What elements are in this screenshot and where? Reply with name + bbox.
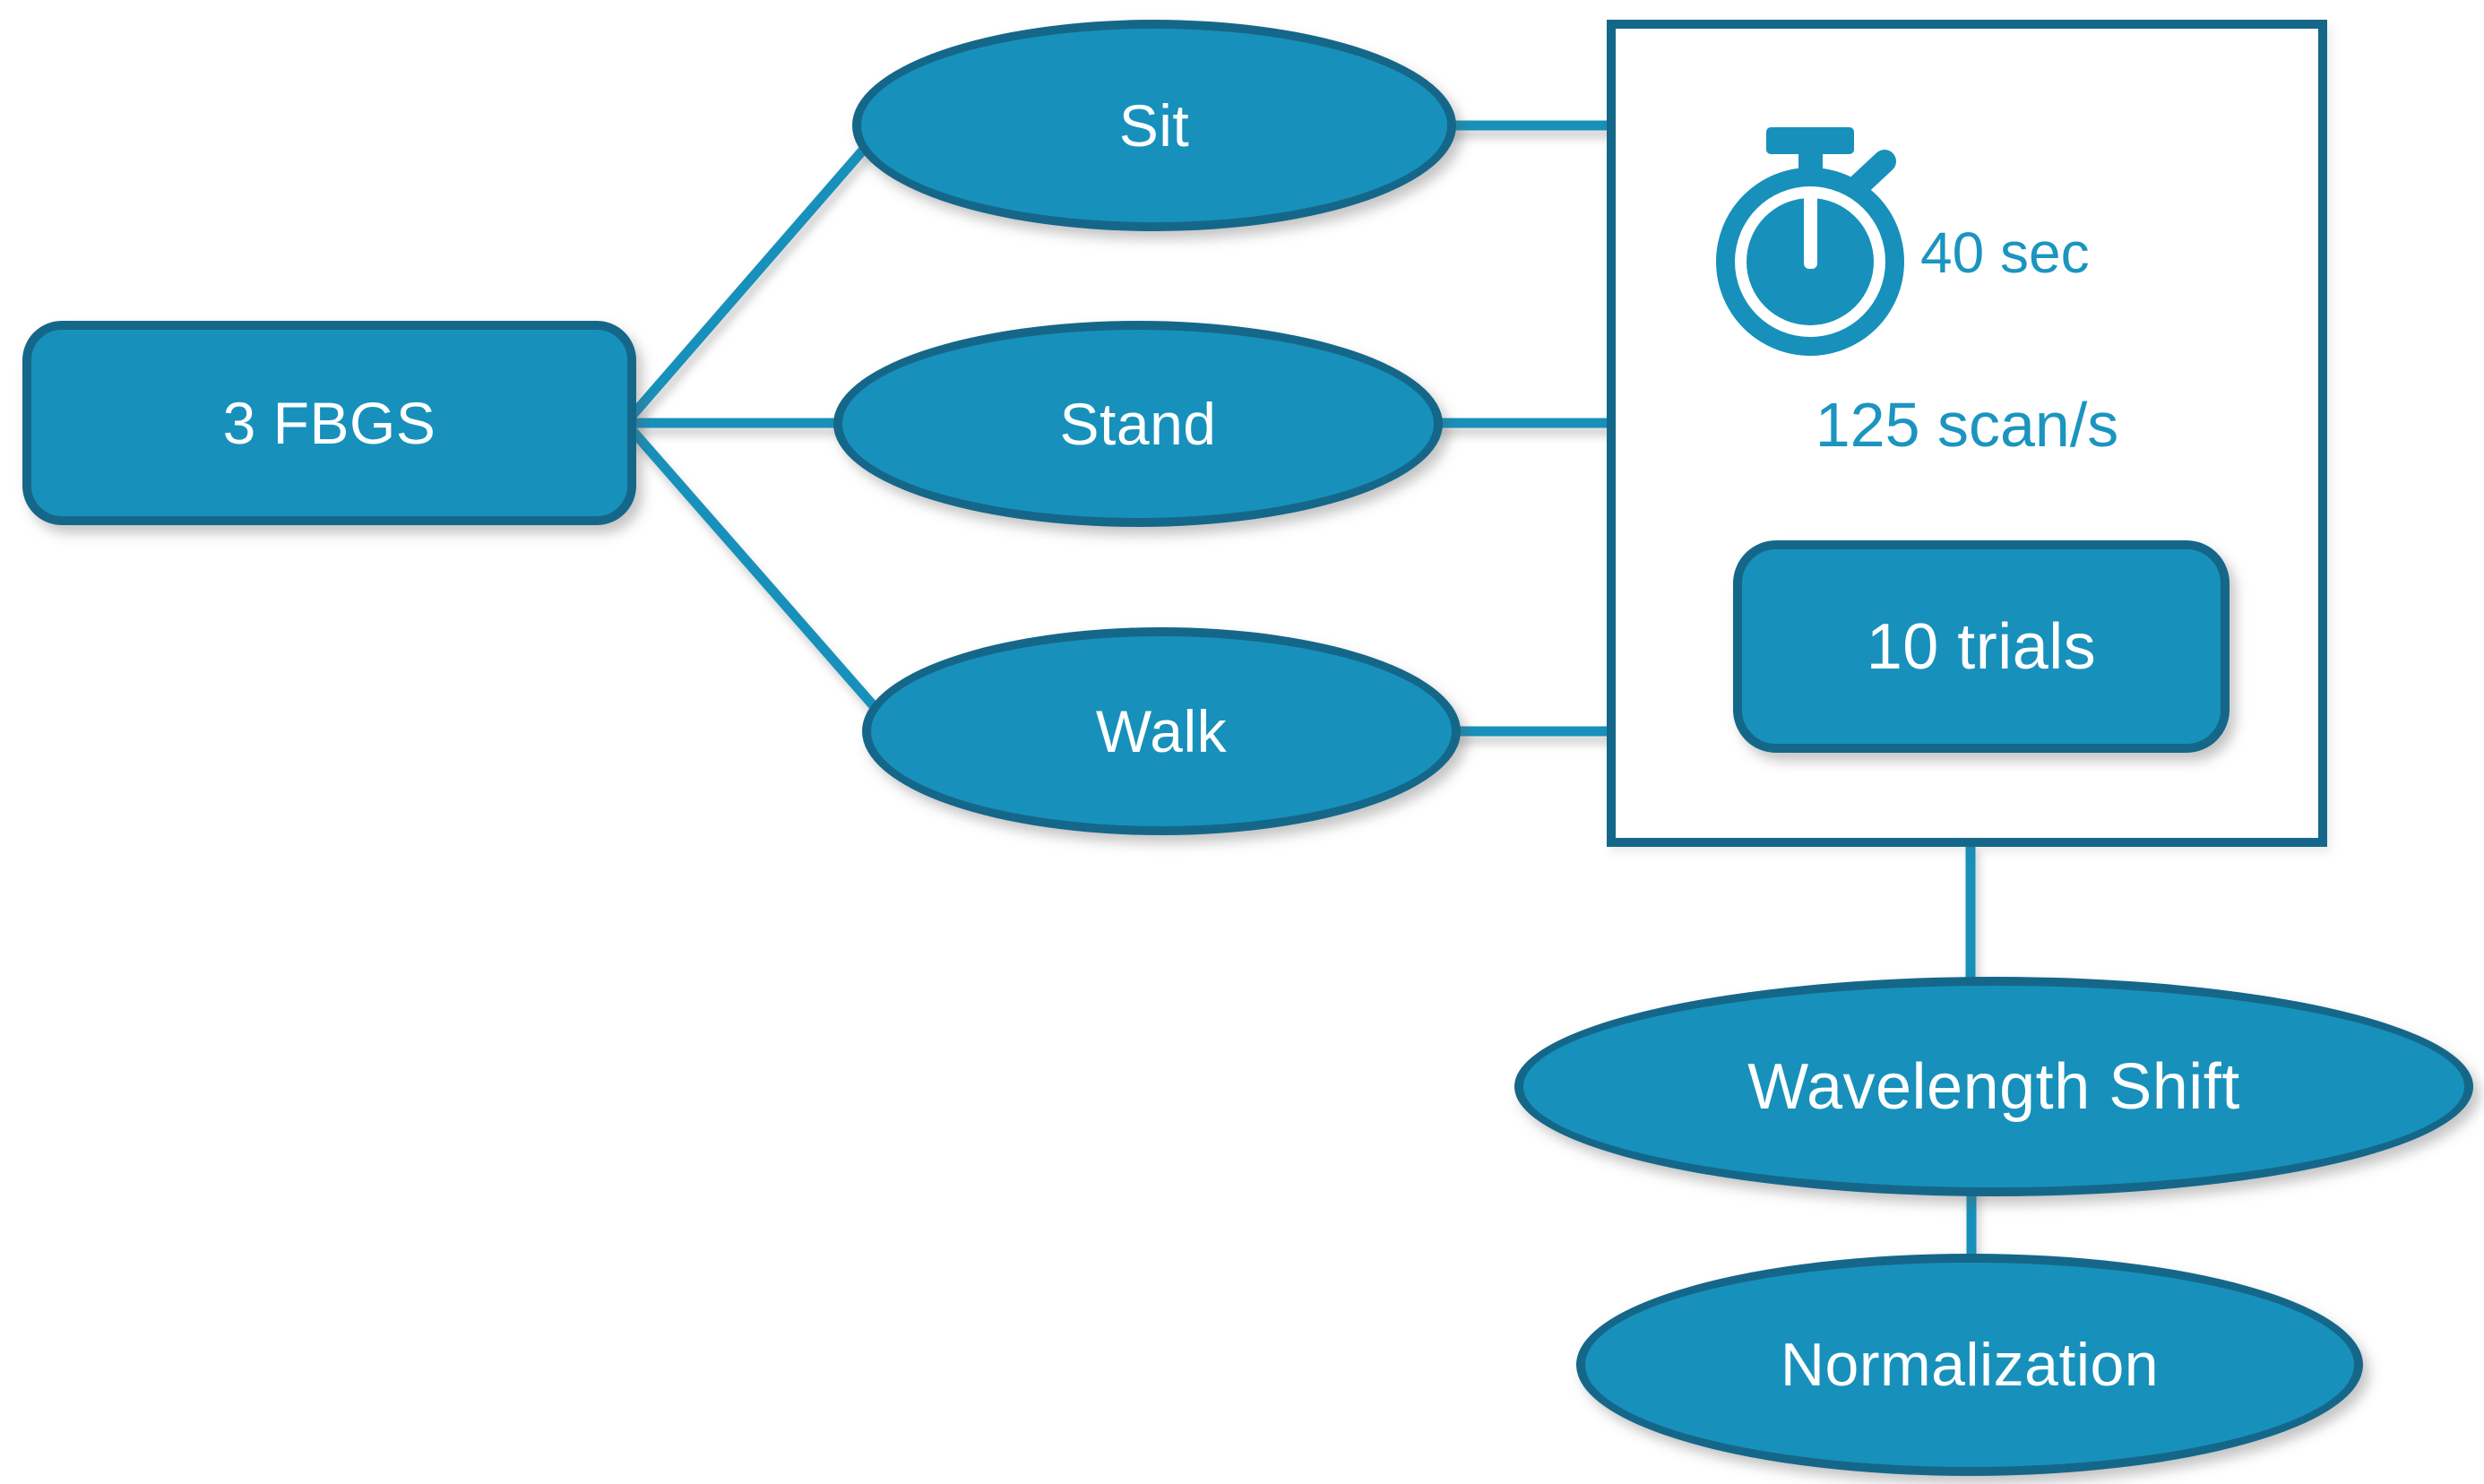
activity-node-stand: Stand	[833, 321, 1443, 527]
stopwatch-side-button	[1846, 150, 1896, 198]
stopwatch-needle	[1804, 194, 1817, 269]
connector-fbgs-to-sit	[623, 129, 883, 425]
normalization-node: Normalization	[1576, 1254, 2363, 1476]
activity-label-sit: Sit	[1118, 92, 1190, 159]
activity-node-walk: Walk	[862, 627, 1461, 835]
activity-node-sit: Sit	[852, 20, 1456, 231]
scan-rate-label: 125 scan/s	[1815, 390, 2119, 460]
trials-label: 10 trials	[1866, 610, 2097, 683]
connector-fbgs-to-walk	[623, 421, 892, 725]
wavelength-shift-label: Wavelength Shift	[1747, 1050, 2240, 1123]
normalization-label: Normalization	[1780, 1331, 2160, 1399]
duration-label: 40 sec	[1920, 220, 2090, 285]
stopwatch-top-button	[1766, 127, 1854, 154]
wavelength-shift-node: Wavelength Shift	[1514, 977, 2473, 1196]
fbgs-label: 3 FBGS	[222, 390, 436, 456]
activity-label-walk: Walk	[1095, 698, 1228, 764]
protocol-box: 40 sec 125 scan/s 10 trials	[1607, 20, 2327, 847]
activity-label-stand: Stand	[1059, 391, 1217, 457]
stopwatch-icon	[1716, 127, 1904, 356]
fbgs-node: 3 FBGS	[22, 321, 636, 525]
trials-node: 10 trials	[1733, 540, 2230, 753]
